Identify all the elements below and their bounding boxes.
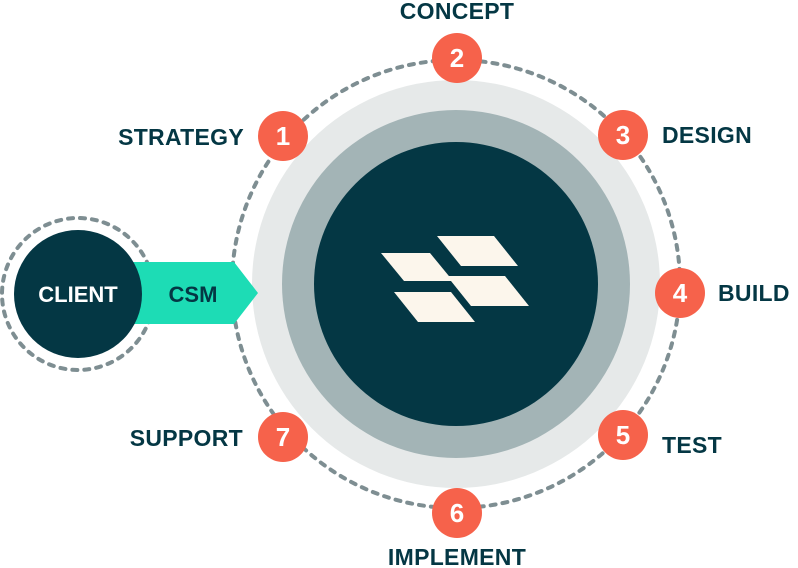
step-7: 7 SUPPORT [130, 412, 308, 462]
step-6: 6 IMPLEMENT [388, 488, 526, 568]
step-2-badge [432, 33, 482, 83]
step-7-label: SUPPORT [130, 425, 243, 451]
step-4-badge [655, 268, 705, 318]
logo-tile [381, 253, 453, 281]
step-6-number: 6 [450, 498, 464, 528]
step-5-number: 5 [616, 420, 630, 450]
step-6-label: IMPLEMENT [388, 544, 526, 568]
logo-tile [447, 276, 529, 306]
logo-tile [437, 236, 518, 266]
client-node: CLIENT [14, 230, 142, 358]
step-5-label: TEST [662, 432, 722, 458]
stacked-tiles-logo-icon [381, 236, 529, 322]
step-3-label: DESIGN [662, 122, 752, 148]
step-4: 4 BUILD [655, 268, 790, 318]
client-label: CLIENT [38, 282, 118, 307]
step-4-label: BUILD [718, 280, 790, 306]
step-1-label: STRATEGY [118, 124, 244, 150]
step-7-number: 7 [276, 422, 290, 452]
step-4-number: 4 [673, 278, 688, 308]
step-1: 1 STRATEGY [118, 111, 308, 161]
csm-label: CSM [169, 282, 218, 307]
step-1-badge [258, 111, 308, 161]
step-3-number: 3 [616, 120, 630, 150]
step-2: 2 CONCEPT [400, 0, 515, 83]
csm-arrow: CSM [128, 262, 258, 324]
step-5: 5 TEST [598, 410, 722, 460]
step-6-badge [432, 488, 482, 538]
csm-arrow-shape [128, 262, 258, 324]
step-1-number: 1 [276, 121, 290, 151]
step-3: 3 DESIGN [598, 110, 752, 160]
step-2-number: 2 [450, 43, 464, 73]
step-3-badge [598, 110, 648, 160]
step-2-label: CONCEPT [400, 0, 515, 24]
logo-tile [394, 292, 475, 322]
step-5-badge [598, 410, 648, 460]
client-circle [14, 230, 142, 358]
step-7-badge [258, 412, 308, 462]
